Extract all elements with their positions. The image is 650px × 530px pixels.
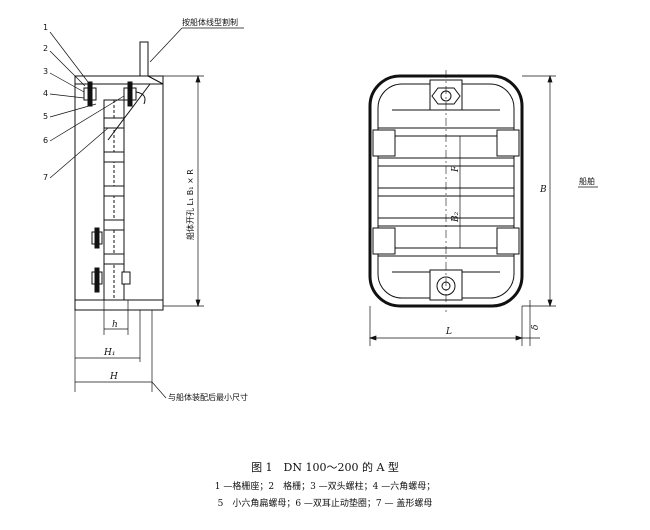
dim-b2-label: B₂ bbox=[451, 211, 461, 223]
grate-bars bbox=[103, 117, 125, 265]
hull-cut-tab bbox=[139, 41, 149, 77]
part-number-1: 1 bbox=[43, 23, 48, 32]
corner-lugs bbox=[372, 129, 520, 255]
stud-nut-assembly-top bbox=[83, 81, 146, 107]
dim-h-label: h bbox=[112, 320, 118, 330]
dim-f-label: F bbox=[451, 165, 461, 173]
stud-nut-assembly-middle bbox=[91, 227, 103, 249]
min-size-note: 与船体装配后最小尺寸 bbox=[168, 392, 248, 402]
cut-note: 按船体线型割制 bbox=[182, 17, 238, 27]
stud-nut-assembly-bottom bbox=[91, 267, 131, 293]
figure-caption-parts-line-1: 1 —格栅座；2 格栅；3 —双头螺柱；4 —六角螺母； bbox=[214, 482, 436, 492]
side-view bbox=[74, 41, 164, 311]
plan-view bbox=[368, 70, 524, 312]
dim-l-label: L bbox=[445, 327, 452, 337]
part-number-7: 7 bbox=[43, 173, 48, 182]
dim-h1-label: H₁ bbox=[103, 348, 115, 358]
part-number-5: 5 bbox=[43, 112, 48, 121]
opening-dimension-label: 船体开孔 L₁ B₁ × R bbox=[185, 169, 195, 240]
part-number-3: 3 bbox=[43, 67, 48, 76]
dim-l bbox=[368, 300, 540, 346]
dim-b bbox=[522, 74, 556, 308]
opening-dimension bbox=[163, 74, 204, 308]
dim-delta-label: δ bbox=[531, 325, 541, 330]
figure-caption-title: 图 1 DN 100～200 的 A 型 bbox=[251, 461, 399, 474]
side-note: 船舶 bbox=[579, 176, 595, 186]
part-number-4: 4 bbox=[43, 89, 48, 98]
bottom-dimensions bbox=[74, 300, 167, 399]
dim-h-total-label: H bbox=[109, 372, 118, 382]
top-hex-nut bbox=[429, 79, 463, 111]
figure-caption-parts-line-2: 5 小六角扁螺母；6 —双耳止动垫圈；7 — 盖形螺母 bbox=[217, 499, 433, 509]
part-numbers: 1 2 3 4 5 6 7 bbox=[43, 23, 48, 182]
part-number-2: 2 bbox=[43, 44, 48, 53]
part-number-6: 6 bbox=[43, 136, 48, 145]
part-leader-lines bbox=[49, 31, 125, 179]
dim-b-label: B bbox=[539, 185, 547, 195]
